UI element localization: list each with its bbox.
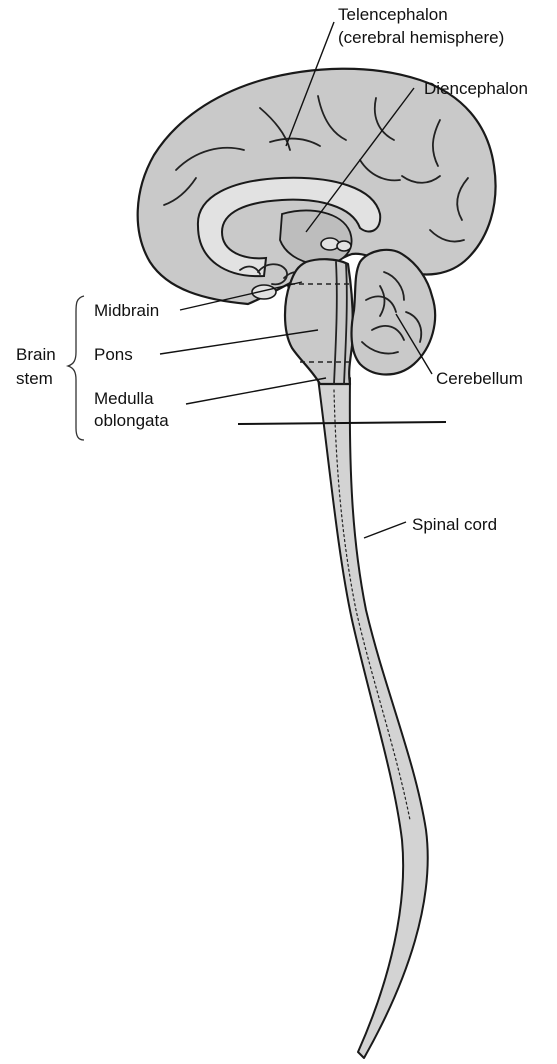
pons-label: Pons [94, 345, 133, 364]
diencephalon-label: Diencephalon [424, 79, 528, 98]
medulla-label-line2: oblongata [94, 411, 169, 430]
medulla-label-line1: Medulla [94, 389, 154, 408]
midbrain-label: Midbrain [94, 301, 159, 320]
brain-stem-brace [68, 296, 84, 440]
telencephalon-label-line2: (cerebral hemisphere) [338, 28, 504, 47]
spinal-cord-leader [364, 522, 406, 538]
spinal-cord-label: Spinal cord [412, 515, 497, 534]
spinal-cord-shape [318, 378, 428, 1058]
cerebellum-label: Cerebellum [436, 369, 523, 388]
brain-stem-label-line1: Brain [16, 345, 56, 364]
brain-stem-label-line2: stem [16, 369, 53, 388]
brainstem-shape [285, 259, 353, 384]
section-line [238, 422, 446, 424]
medulla-leader [186, 378, 326, 404]
telencephalon-label-line1: Telencephalon [338, 5, 448, 24]
